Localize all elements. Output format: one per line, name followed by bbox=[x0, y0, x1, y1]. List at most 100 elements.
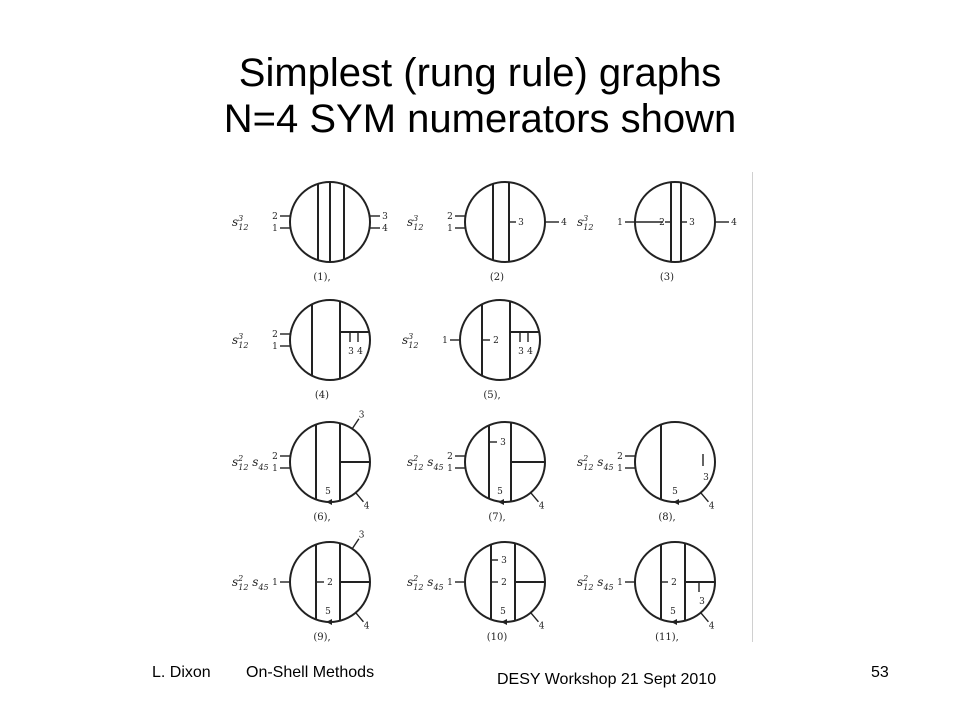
stub-4-label: 4 bbox=[357, 347, 363, 357]
graph-4-caption: (4) bbox=[315, 390, 329, 401]
graph-3-caption: (3) bbox=[660, 272, 674, 283]
graph-8-caption: (8), bbox=[658, 512, 675, 523]
stub-3-label: 3 bbox=[699, 597, 705, 607]
leg-4-line bbox=[700, 492, 709, 503]
leg-3-label: 3 bbox=[359, 531, 365, 541]
mom-5-label: 5 bbox=[672, 487, 678, 497]
graph-7-caption: (7), bbox=[488, 512, 505, 523]
momentum-arrow bbox=[498, 499, 504, 505]
leg-4-line bbox=[700, 612, 709, 623]
leg-4-label: 4 bbox=[731, 218, 737, 228]
stub-3-label: 3 bbox=[501, 556, 507, 566]
momentum-arrow bbox=[501, 619, 507, 625]
momentum-arrow bbox=[326, 499, 332, 505]
leg-4-label: 4 bbox=[539, 622, 545, 632]
mom-5-label: 5 bbox=[497, 487, 503, 497]
title-line-1: Simplest (rung rule) graphs bbox=[238, 51, 722, 95]
stub-3-label: 3 bbox=[703, 473, 709, 483]
graph-1-caption: (1), bbox=[313, 272, 330, 283]
leg-2-label: 2 bbox=[447, 212, 453, 222]
leg-4-label: 4 bbox=[382, 224, 388, 234]
leg-1-label: 1 bbox=[272, 224, 278, 234]
leg-1-label: 1 bbox=[447, 464, 453, 474]
stub-2-label: 2 bbox=[493, 336, 499, 346]
graph-2-caption: (2) bbox=[490, 272, 504, 283]
leg-1-label: 1 bbox=[442, 336, 448, 346]
graph-2-circle bbox=[464, 181, 546, 263]
footer-author: L. Dixon bbox=[152, 664, 211, 681]
graph-11-caption: (11), bbox=[655, 632, 679, 643]
mom-5-label: 5 bbox=[325, 607, 331, 617]
graph-5-caption: (5), bbox=[483, 390, 500, 401]
stub-3-label: 3 bbox=[518, 218, 524, 228]
leg-2-label: 2 bbox=[272, 212, 278, 222]
momentum-arrow bbox=[326, 619, 332, 625]
slide-title: Simplest (rung rule) graphs N=4 SYM nume… bbox=[0, 50, 960, 142]
leg-4-label: 4 bbox=[539, 502, 545, 512]
leg-4-label: 4 bbox=[364, 622, 370, 632]
leg-4-label: 4 bbox=[364, 502, 370, 512]
leg-3-line bbox=[351, 418, 360, 430]
footer-talk: On-Shell Methods bbox=[246, 664, 375, 681]
mom-5-label: 5 bbox=[670, 607, 676, 617]
leg-4-line bbox=[355, 612, 364, 623]
leg-3-line bbox=[351, 538, 360, 550]
momentum-arrow bbox=[671, 619, 677, 625]
mom-5-label: 5 bbox=[500, 607, 506, 617]
graph-10-caption: (10) bbox=[487, 632, 508, 643]
title-line-2: N=4 SYM numerators shown bbox=[223, 97, 737, 141]
leg-3-label: 3 bbox=[359, 411, 365, 421]
stub-3-label: 3 bbox=[518, 347, 524, 357]
graph-9-caption: (9), bbox=[313, 632, 330, 643]
leg-2-label: 2 bbox=[447, 452, 453, 462]
leg-1-label: 1 bbox=[617, 578, 623, 588]
stub-3-label: 3 bbox=[500, 438, 506, 448]
leg-1-label: 1 bbox=[617, 218, 623, 228]
leg-3-label: 3 bbox=[382, 212, 388, 222]
graph-6-caption: (6), bbox=[313, 512, 330, 523]
stub-2-label: 2 bbox=[659, 218, 665, 228]
leg-4-label: 4 bbox=[561, 218, 567, 228]
stub-2-label: 2 bbox=[671, 578, 677, 588]
graph-4-circle bbox=[289, 299, 371, 381]
leg-2-label: 2 bbox=[272, 330, 278, 340]
leg-4-line bbox=[530, 492, 539, 503]
leg-2-label: 2 bbox=[272, 452, 278, 462]
mom-5-label: 5 bbox=[325, 487, 331, 497]
leg-4-line bbox=[355, 492, 364, 503]
momentum-arrow bbox=[673, 499, 679, 505]
footer-event: DESY Workshop 21 Sept 2010 bbox=[497, 671, 717, 688]
figure-border bbox=[752, 172, 753, 642]
leg-1-label: 1 bbox=[272, 464, 278, 474]
leg-4-label: 4 bbox=[709, 622, 715, 632]
footer-page-number: 53 bbox=[871, 664, 889, 681]
stub-4-label: 4 bbox=[527, 347, 533, 357]
leg-2-label: 2 bbox=[617, 452, 623, 462]
stub-3-label: 3 bbox=[689, 218, 695, 228]
leg-4-label: 4 bbox=[709, 502, 715, 512]
leg-1-label: 1 bbox=[447, 224, 453, 234]
leg-1-label: 1 bbox=[617, 464, 623, 474]
stub-2-label: 2 bbox=[501, 578, 507, 588]
